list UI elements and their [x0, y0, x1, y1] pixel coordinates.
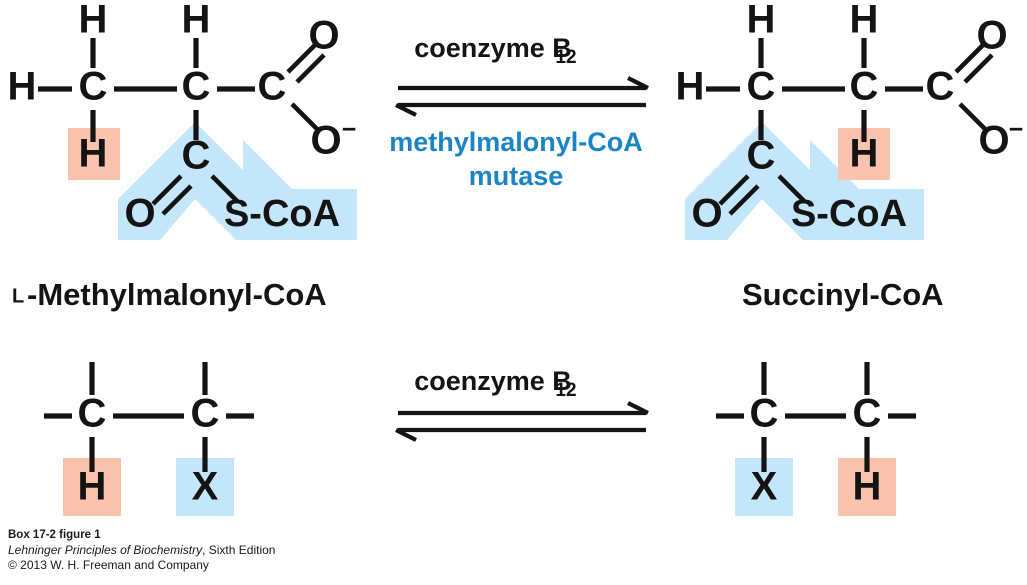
bond-thioester-double-a-right [718, 174, 750, 206]
cofactor-label-bottom: coenzyme B [414, 366, 572, 396]
atom-c-middle-right: C [850, 65, 879, 109]
atom-h-left: H [8, 65, 37, 109]
atom-h-top-middle-right: H [850, 0, 879, 42]
structure-generic-product: C C X H [716, 362, 916, 516]
generic-left-substituent-h: H [78, 465, 107, 509]
bond-carboxyl-single-right [958, 102, 988, 132]
enzyme-label-line1: methylmalonyl-CoA [389, 127, 643, 157]
cofactor-label-top-subscript: 12 [555, 47, 576, 68]
figure-caption: Box 17-2 figure 1 Lehninger Principles o… [8, 528, 528, 573]
atom-c-left: C [79, 65, 108, 109]
reaction-arrow-bottom: coenzyme B 12 [395, 366, 649, 442]
atom-o-thioester: O [124, 192, 155, 236]
arrow-reverse-head-top [395, 103, 417, 117]
structure-generic-reactant: C C H X [44, 362, 254, 516]
atom-o-carboxylate-charge: − [342, 116, 357, 144]
bond-carboxyl-double-b-right [963, 53, 994, 84]
atom-h-migrating: H [79, 132, 108, 176]
cofactor-label-bottom-subscript: 12 [555, 380, 576, 401]
generic-right-substituent-x: X [751, 465, 778, 509]
atom-c-thioester-right: C [747, 134, 776, 178]
compound-name-left-prefix: L [12, 285, 24, 307]
caption-title: Box 17-2 figure 1 [8, 529, 101, 541]
compound-name-left: -Methylmalonyl-CoA [27, 277, 327, 312]
atom-c-carboxyl: C [258, 65, 287, 109]
atom-o-carboxyl-double-right: O [976, 14, 1007, 58]
thioester-highlight-blue-left [118, 122, 357, 240]
atom-o-carboxylate-charge-right: − [1009, 116, 1024, 144]
generic-left-atom-c2: C [191, 392, 220, 436]
atom-h-top-middle: H [182, 0, 211, 42]
bond-carboxyl-double-a-right [954, 43, 985, 74]
atom-o-carboxylate-right: O [978, 119, 1009, 163]
bond-thioester-double-b [161, 184, 193, 216]
atom-s-coa-right: S-CoA [791, 193, 907, 235]
cofactor-label-top: coenzyme B [414, 33, 572, 63]
bond-thioester-double-b-right [728, 184, 760, 216]
atom-h-top-left: H [79, 0, 108, 42]
atom-c-carboxyl-right: C [926, 65, 955, 109]
atom-o-carboxyl-double: O [308, 14, 339, 58]
atom-h-left-right: H [676, 65, 705, 109]
atom-o-carboxylate: O [310, 119, 341, 163]
caption-source-italic: Lehninger Principles of Biochemistry [8, 542, 203, 557]
arrow-forward-head-bottom [627, 401, 649, 415]
bond-thioester-to-sulfur-right [777, 174, 807, 204]
caption-source-rest: , Sixth Edition [202, 542, 276, 557]
compound-name-right: Succinyl-CoA [742, 277, 944, 312]
bond-carboxyl-double-b [295, 53, 326, 84]
generic-right-substituent-h: H [853, 465, 882, 509]
atom-o-thioester-right: O [691, 192, 722, 236]
atom-h-migrated: H [850, 132, 879, 176]
generic-left-substituent-x: X [192, 465, 219, 509]
generic-right-atom-c2: C [853, 392, 882, 436]
arrow-reverse-head-bottom [395, 428, 417, 442]
generic-left-atom-c1: C [78, 392, 107, 436]
arrow-forward-head-top [627, 76, 649, 90]
thioester-highlight-blue-right [685, 122, 924, 240]
atom-c-middle: C [182, 65, 211, 109]
atom-c-left-right: C [747, 65, 776, 109]
generic-right-atom-c1: C [750, 392, 779, 436]
bond-carboxyl-double-a [286, 43, 317, 74]
bond-carboxyl-single [290, 102, 320, 132]
atom-c-thioester: C [182, 134, 211, 178]
atom-s-coa: S-CoA [224, 193, 340, 235]
structure-succinyl-coa: H H C H C C H O O − C O S-CoA [676, 0, 1024, 240]
structure-l-methylmalonyl-coa: H H C H C C H O O − C O S-CoA [8, 0, 357, 240]
reaction-arrow-top: coenzyme B 12 methylmalonyl-CoA mutase [389, 33, 649, 191]
atom-h-top-left-right: H [747, 0, 776, 42]
caption-source: Lehninger Principles of Biochemistry, Si… [8, 543, 528, 558]
bond-thioester-to-sulfur [210, 174, 240, 204]
bond-thioester-double-a [151, 174, 183, 206]
caption-copyright: © 2013 W. H. Freeman and Company [8, 558, 209, 573]
enzyme-label-line2: mutase [469, 161, 564, 191]
